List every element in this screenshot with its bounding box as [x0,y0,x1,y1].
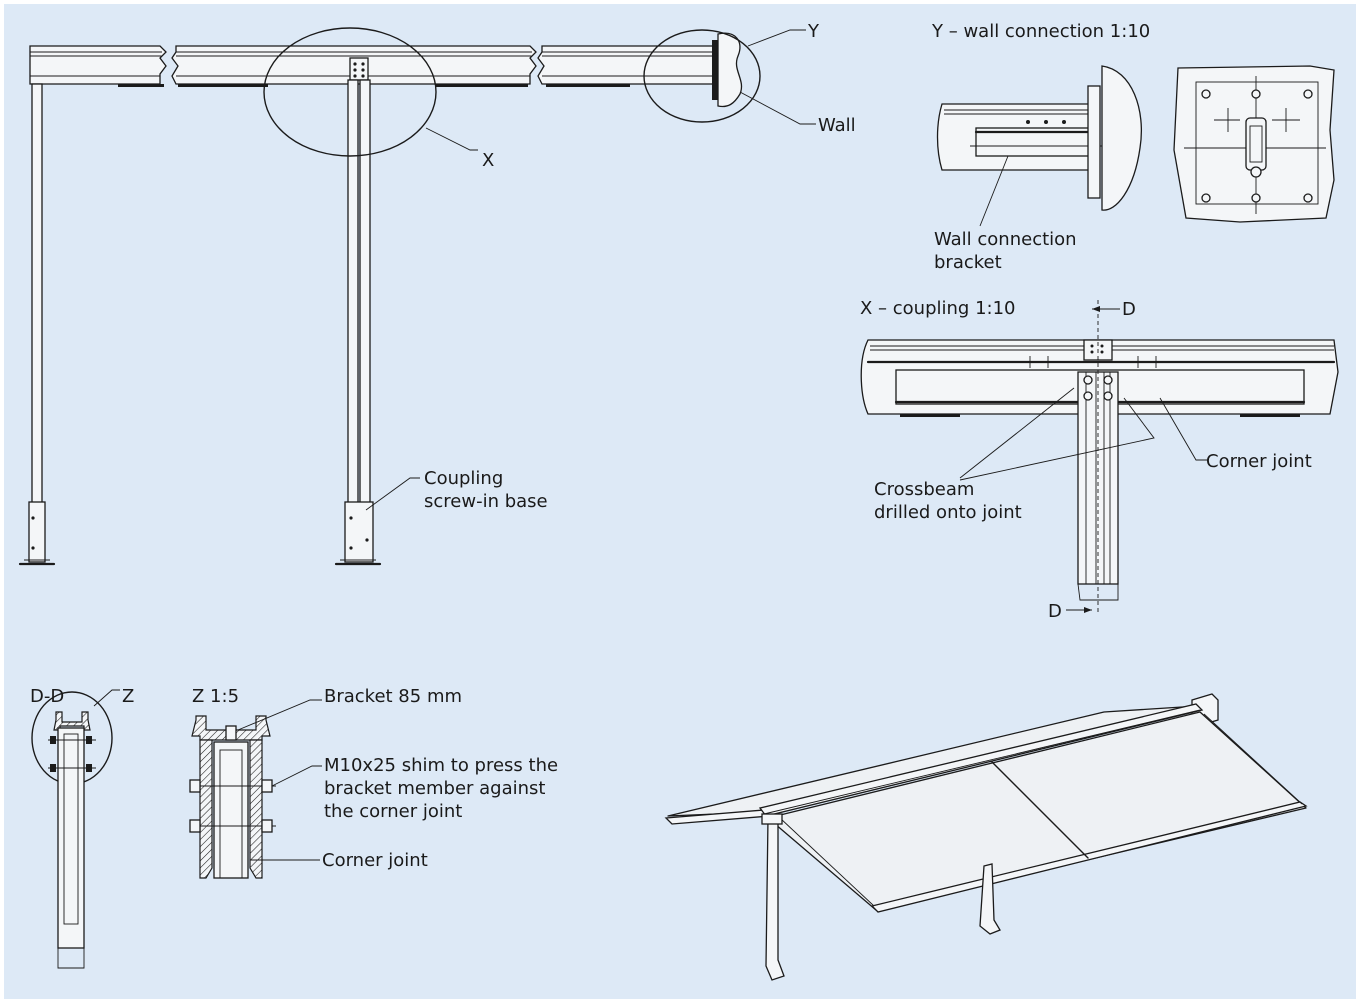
section-d-d [31,689,120,969]
detail-z-title: Z 1:5 [192,686,239,707]
detail-x-coupling [860,300,1339,613]
front-elevation-view [18,27,816,566]
detail-marker-y: Y [807,21,820,42]
detail-circle-y [643,29,761,123]
detail-y-wall-connection [936,65,1335,227]
coupling-base-label-line1: Coupling [424,468,503,489]
shim-label-line3: the corner joint [324,801,462,822]
crossbeam-label-line2: drilled onto joint [874,502,1022,523]
section-dd-title: D-D [30,686,64,707]
detail-marker-x: X [482,150,494,171]
left-column [18,83,56,566]
bracket-85-label: Bracket 85 mm [324,686,462,707]
detail-x-title: X – coupling 1:10 [860,298,1016,319]
detail-marker-z: Z [122,686,134,707]
corner-joint-label-x: Corner joint [1206,451,1312,472]
shim-label-line2: bracket member against [324,778,545,799]
wall-label: Wall [818,115,856,136]
corner-joint-label-z: Corner joint [322,850,428,871]
crossbeam-label-line1: Crossbeam [874,479,974,500]
section-marker-d-top: D [1122,299,1136,320]
middle-column [334,79,382,566]
detail-circle-x [263,27,437,157]
wall-bracket-label-line2: bracket [934,252,1002,273]
shim-label-line1: M10x25 shim to press the [324,755,558,776]
wall-bracket-label-line1: Wall connection [934,229,1077,250]
wall-section [717,32,743,108]
isometric-awning-view [664,693,1308,981]
crossbeam-segment [537,40,718,100]
crossbeam-segment [29,45,167,87]
coupling-block [349,57,369,81]
coupling-base-label-line2: screw-in base [424,491,548,512]
detail-y-title: Y – wall connection 1:10 [931,21,1150,42]
section-marker-d-bottom: D [1048,601,1062,622]
detail-z-bracket [189,699,322,879]
